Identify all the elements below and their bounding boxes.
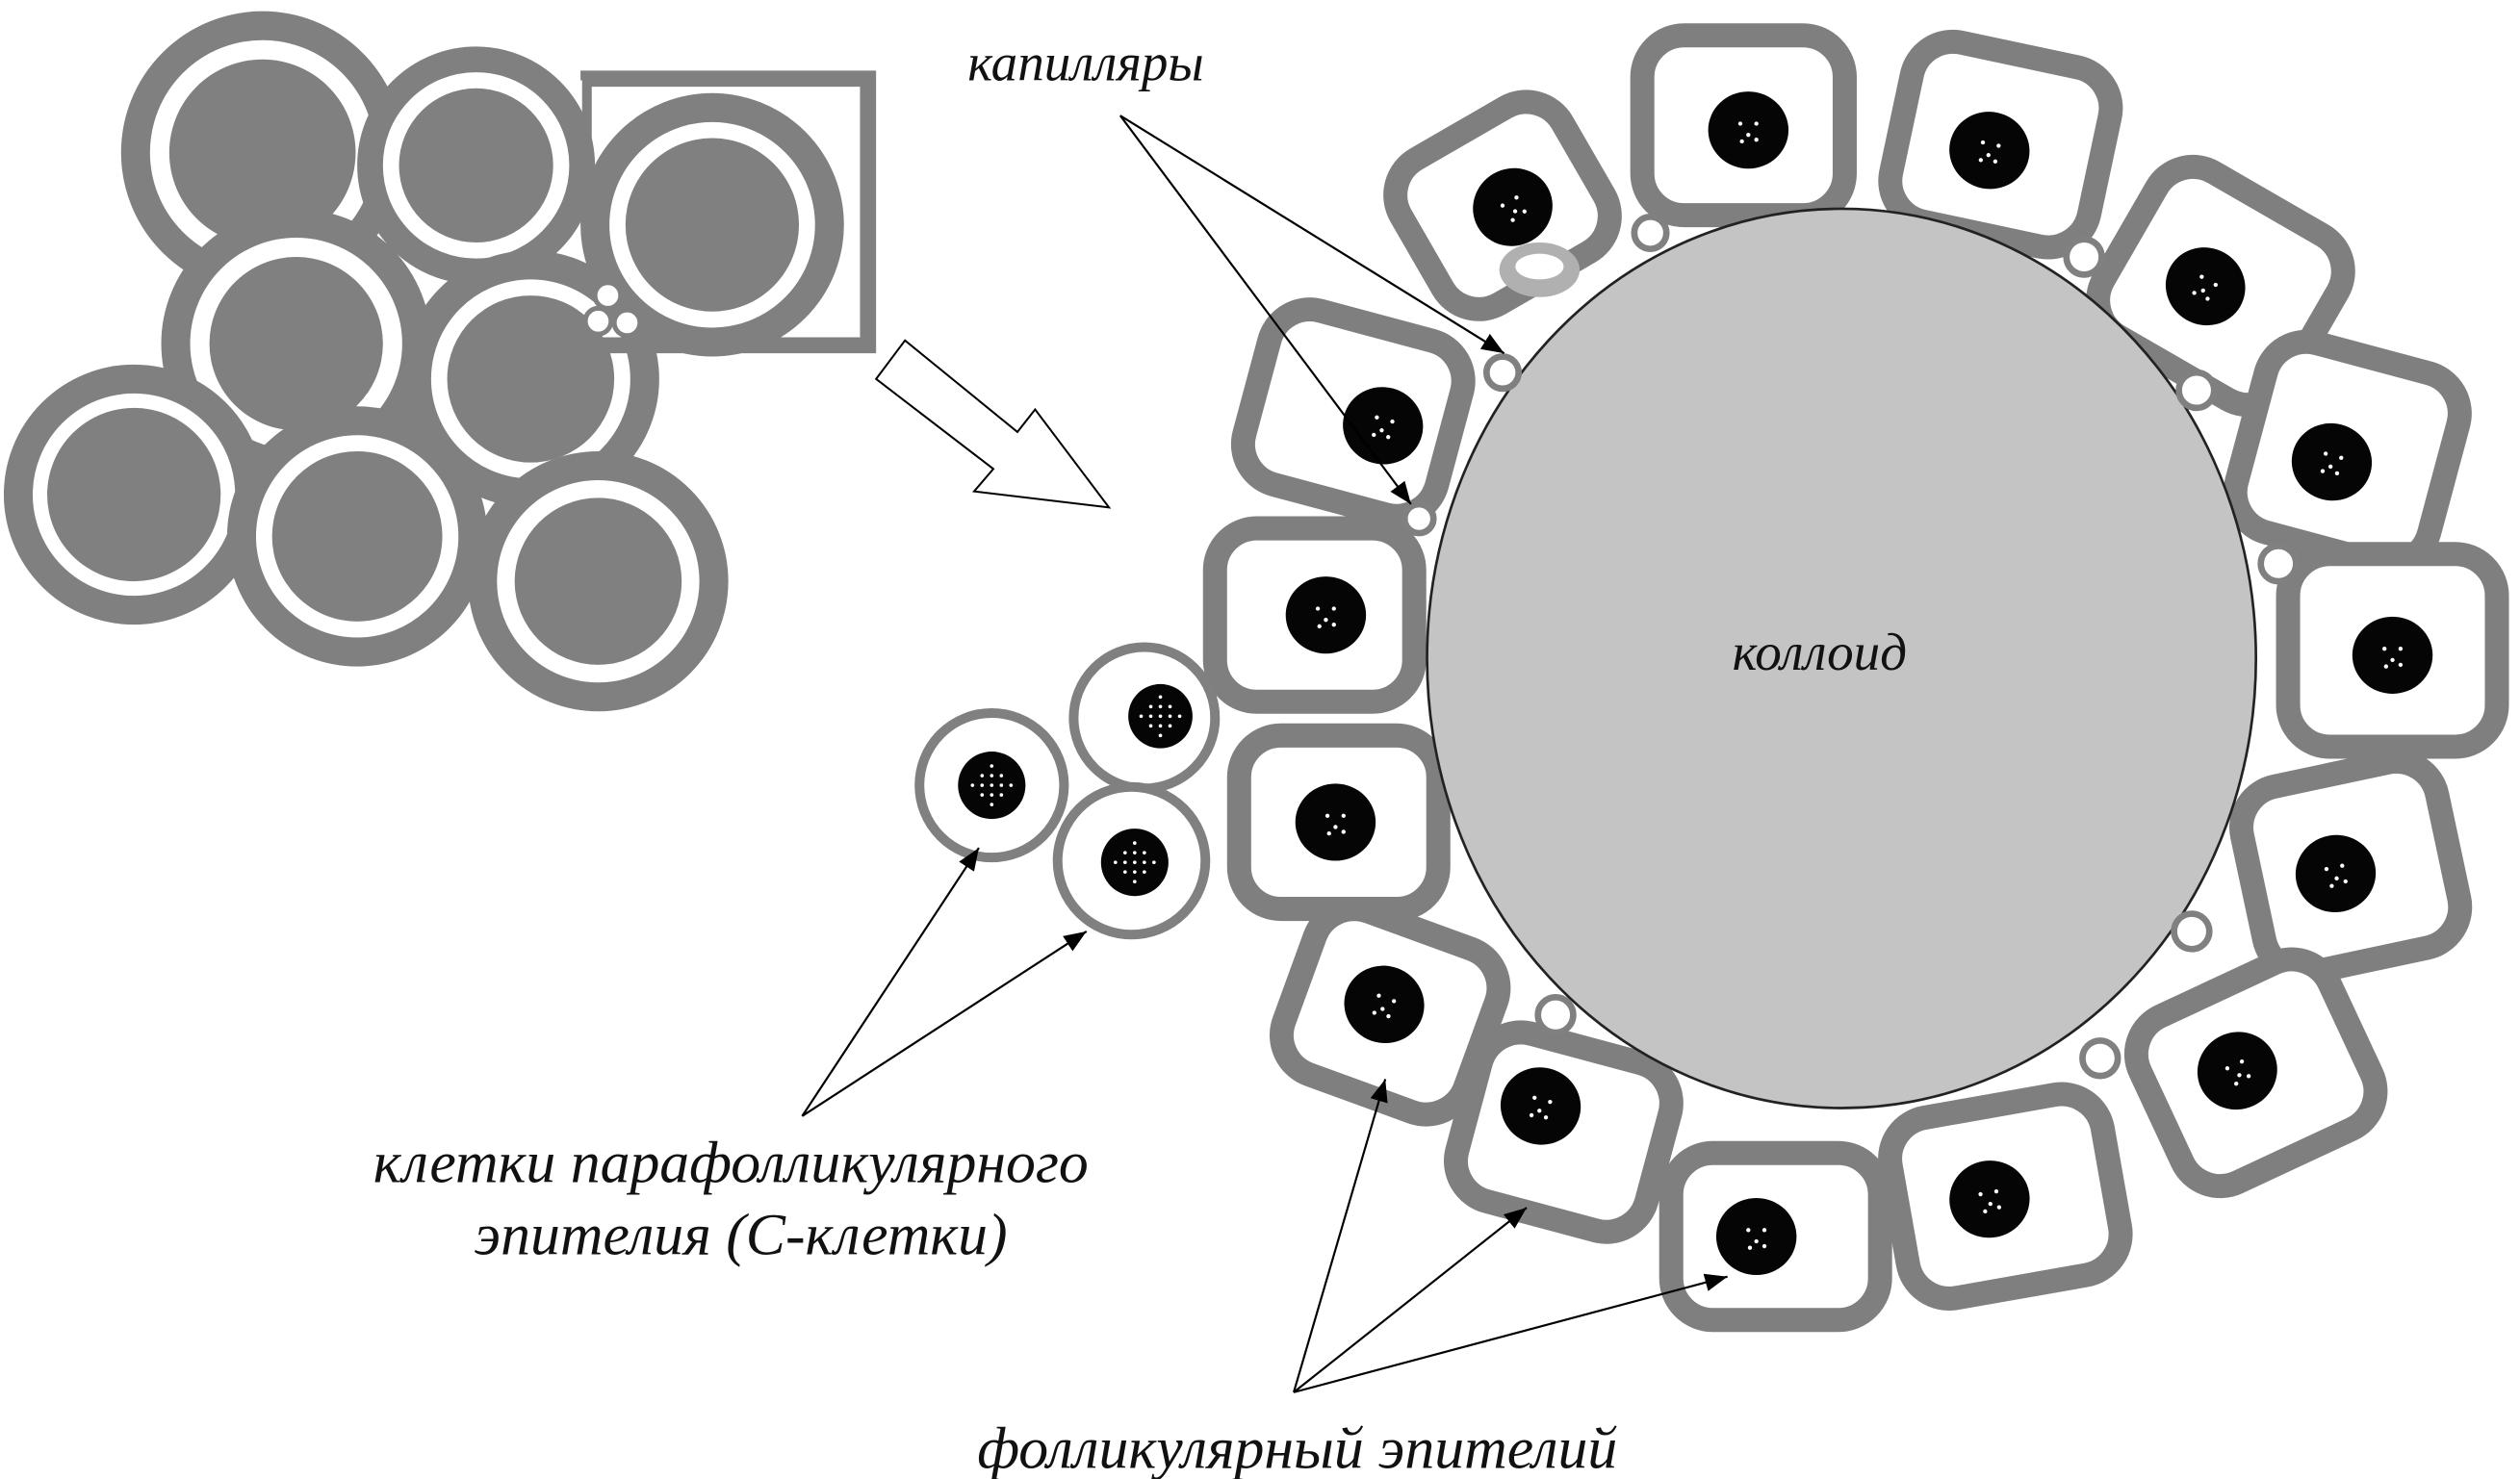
colloid [1426, 207, 2258, 1109]
c-cell [1052, 781, 1211, 940]
label-capillaries: капилляры [967, 33, 1203, 91]
label-colloid: коллоид [1733, 623, 1907, 681]
nucleus [2197, 1032, 2277, 1110]
nucleus [1949, 112, 2030, 190]
nucleus [1500, 1067, 1581, 1145]
zoom-frame [576, 70, 877, 354]
small-parafollicular-cells [582, 280, 643, 339]
pointer-lines [801, 115, 1728, 1393]
pale-cell [1499, 242, 1581, 297]
pointer-capillary-2 [1119, 115, 1412, 505]
follicular-cell [1269, 897, 1511, 1127]
capillary [2257, 543, 2300, 585]
pointer-c-cell-1 [801, 847, 980, 1117]
follicle [226, 406, 488, 667]
capillary [2171, 910, 2213, 953]
label-parafollicular-line1: клетки парафолликулярного [373, 1130, 1089, 1195]
follicular-cell [1383, 89, 1622, 321]
follicular-cell [1878, 29, 2123, 260]
nucleus [1949, 1160, 2030, 1238]
nucleus [1473, 167, 1553, 246]
nucleus [2165, 247, 2246, 326]
follicle-cluster [3, 11, 877, 712]
c-cell [1068, 642, 1221, 794]
follicular-cell [1202, 516, 1427, 714]
zoom-arrow-icon [874, 339, 1112, 509]
follicle [580, 92, 844, 357]
label-parafollicular-line2: эпителия (С-клетки) [475, 1202, 1008, 1267]
nucleus [1708, 91, 1789, 169]
capillary [1401, 500, 1437, 537]
capillary [1482, 353, 1523, 393]
nucleus [1343, 387, 1424, 465]
nucleus [1295, 783, 1376, 861]
follicle [468, 450, 729, 712]
follicular-cell [1659, 1140, 1892, 1333]
capillary [2079, 1037, 2121, 1080]
nucleus [1715, 1197, 1797, 1276]
c-cell-nucleus-speckles [970, 695, 1182, 884]
follicle [3, 364, 265, 625]
capillaries [1401, 213, 2300, 1080]
nucleus [2352, 616, 2433, 694]
pointer-c-cell-2 [801, 931, 1088, 1117]
capillary [2175, 369, 2218, 412]
follicle [161, 208, 431, 479]
pointer-follicular-2 [1293, 1207, 1528, 1393]
follicular-cells [1202, 23, 2509, 1333]
follicular-cell [1226, 723, 1451, 922]
follicular-cell [2276, 542, 2509, 759]
pointer-follicular-3 [1293, 1273, 1728, 1393]
parafollicular-cells [914, 642, 1221, 940]
pointer-follicular-1 [1293, 1079, 1388, 1393]
nucleus [2295, 834, 2377, 913]
capillary [1534, 994, 1577, 1036]
follicular-cell [2229, 749, 2473, 985]
follicular-cell [1443, 1020, 1684, 1244]
nucleus [2291, 422, 2373, 501]
follicular-cell [1630, 23, 1857, 228]
label-follicular-epithelium: фолликулярный эпителий [977, 1415, 1617, 1479]
follicle [357, 46, 596, 285]
follicular-cell [1230, 297, 1476, 528]
follicular-cell [1878, 1082, 2133, 1312]
follicular-cell [2123, 947, 2388, 1199]
capillary [2063, 236, 2105, 278]
nucleus [1285, 576, 1367, 654]
capillary [1631, 213, 1670, 253]
follicular-cell [2223, 329, 2472, 576]
pointer-capillary-1 [1119, 115, 1505, 355]
nucleus [1344, 965, 1425, 1044]
